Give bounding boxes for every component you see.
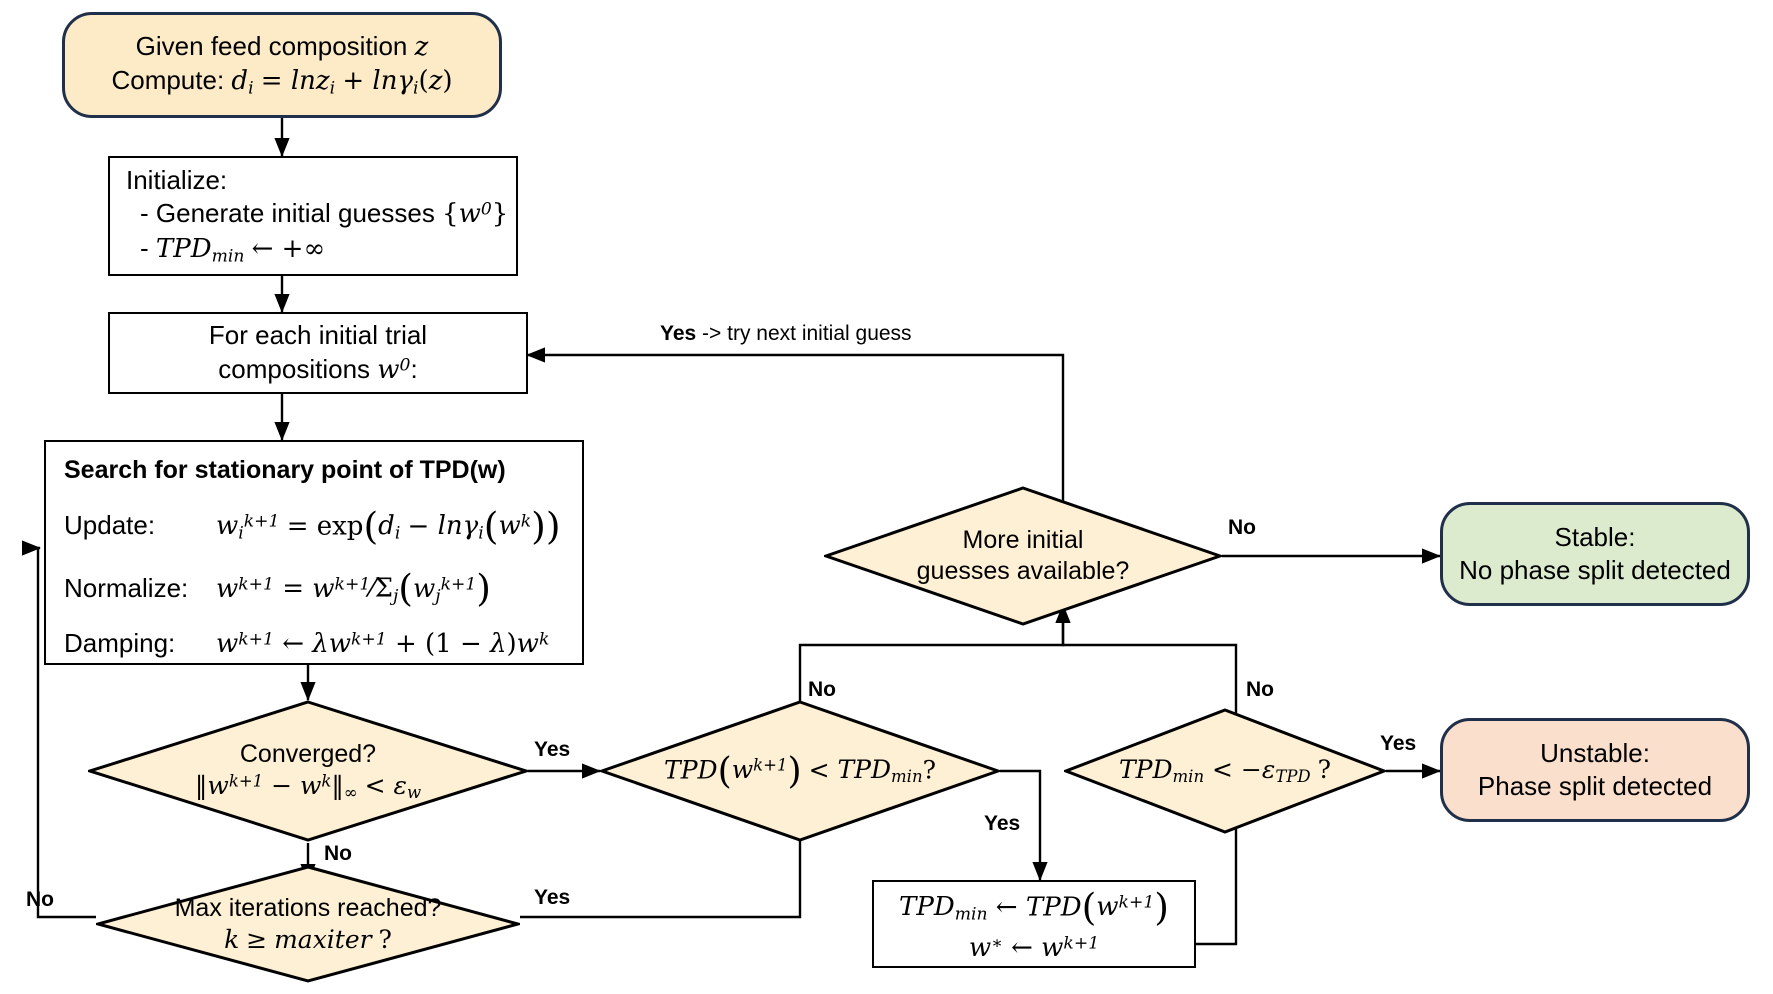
stable-line-1: Stable: — [1554, 521, 1636, 552]
converged-diamond-shape — [88, 700, 528, 842]
assign-node[interactable]: TPDmin ← TPD(wk+1) w∗ ← wk+1 — [872, 880, 1196, 968]
edge-label-converged-yes: Yes — [534, 738, 571, 761]
assign-line-1: TPDmin ← TPD(wk+1) — [899, 884, 1169, 929]
foreach-line-2: compositions w0: — [218, 353, 418, 385]
unstable-node[interactable]: Unstable: Phase split detected — [1440, 718, 1750, 822]
edge-label-maxiter-yes: Yes — [534, 886, 571, 909]
initialize-node[interactable]: Initialize: - Generate initial guesses {… — [108, 156, 518, 276]
unstable-line-2: Phase split detected — [1477, 771, 1713, 801]
search-row-damping-label: Damping: — [64, 627, 176, 658]
tpd-compare-text: TPD(wk+1) < TPDmin? — [664, 748, 936, 792]
edge-label-tpd-threshold-no: No — [1246, 678, 1274, 701]
edge-label-converged-no: No — [324, 842, 352, 865]
foreach-node[interactable]: For each initial trial compositions w0: — [108, 312, 528, 394]
search-row-normalize-expr: wk+1 = wk+1⁄Σj(wjk+1) — [216, 566, 492, 611]
converged-decision[interactable]: Converged? ‖wk+1 − wk‖∞ < εw — [88, 700, 528, 842]
stable-line-2: No phase split detected — [1459, 555, 1731, 585]
maxiter-decision[interactable]: Max iterations reached? k ≥ maxiter ? — [96, 865, 520, 983]
search-row-update: Update: wik+1 = exp(di − lnγi(wk)) — [64, 502, 568, 550]
stable-node[interactable]: Stable: No phase split detected — [1440, 502, 1750, 606]
start-line-2: Compute: di = lnzi + lnγi(z) — [111, 65, 453, 99]
edge-moreguesses-yes-to-foreach — [526, 347, 1065, 507]
tpd-threshold-decision[interactable]: TPDmin < −εTPD ? — [1064, 708, 1386, 834]
assign-line-2: w∗ ← wk+1 — [968, 932, 1100, 963]
maxiter-diamond-shape — [96, 865, 520, 983]
search-header: Search for stationary point of TPD(w) — [64, 456, 506, 484]
tpd-threshold-diamond-shape — [1064, 708, 1386, 834]
edge-label-more-guesses-no: No — [1228, 516, 1256, 539]
search-row-damping-expr: wk+1 ← λwk+1 + (1 − λ)wk — [216, 628, 550, 659]
start-node[interactable]: Given feed composition z Compute: di = l… — [62, 12, 502, 118]
edge-label-tpd-compare-yes: Yes — [984, 812, 1021, 835]
search-row-normalize-label: Normalize: — [64, 572, 189, 603]
maxiter-text: Max iterations reached? k ≥ maxiter ? — [174, 893, 442, 954]
edge-label-tpd-threshold-yes: Yes — [1380, 732, 1417, 755]
search-node[interactable]: Search for stationary point of TPD(w) Up… — [44, 440, 584, 665]
search-row-normalize: Normalize: wk+1 = wk+1⁄Σj(wjk+1) — [64, 564, 568, 612]
unstable-line-1: Unstable: — [1540, 737, 1650, 768]
more-guesses-diamond-shape — [824, 486, 1222, 626]
search-row-update-expr: wik+1 = exp(di − lnγi(wk)) — [216, 504, 561, 548]
more-guesses-decision[interactable]: More initial guesses available? — [824, 486, 1222, 626]
initialize-line-3: - TPDmin ← +∞ — [140, 232, 326, 266]
edge-label-retry-next-guess: Yes -> try next initial guess — [660, 322, 912, 345]
initialize-line-2: - Generate initial guesses {w0} — [140, 198, 509, 230]
converged-text: Converged? ‖wk+1 − wk‖∞ < εw — [194, 739, 422, 802]
edge-label-maxiter-no: No — [26, 888, 54, 911]
start-line-1: Given feed composition z — [135, 30, 429, 62]
edge-label-tpd-compare-no: No — [808, 678, 836, 701]
tpd-compare-diamond-shape — [600, 700, 1000, 842]
tpd-threshold-text: TPDmin < −εTPD ? — [1118, 755, 1332, 787]
initialize-line-1: Initialize: — [126, 165, 228, 196]
search-row-update-label: Update: — [64, 510, 156, 541]
tpd-compare-decision[interactable]: TPD(wk+1) < TPDmin? — [600, 700, 1000, 842]
foreach-line-1: For each initial trial — [208, 320, 428, 351]
more-guesses-text: More initial guesses available? — [916, 526, 1130, 585]
search-row-damping: Damping: wk+1 ← λwk+1 + (1 − λ)wk — [64, 627, 568, 661]
